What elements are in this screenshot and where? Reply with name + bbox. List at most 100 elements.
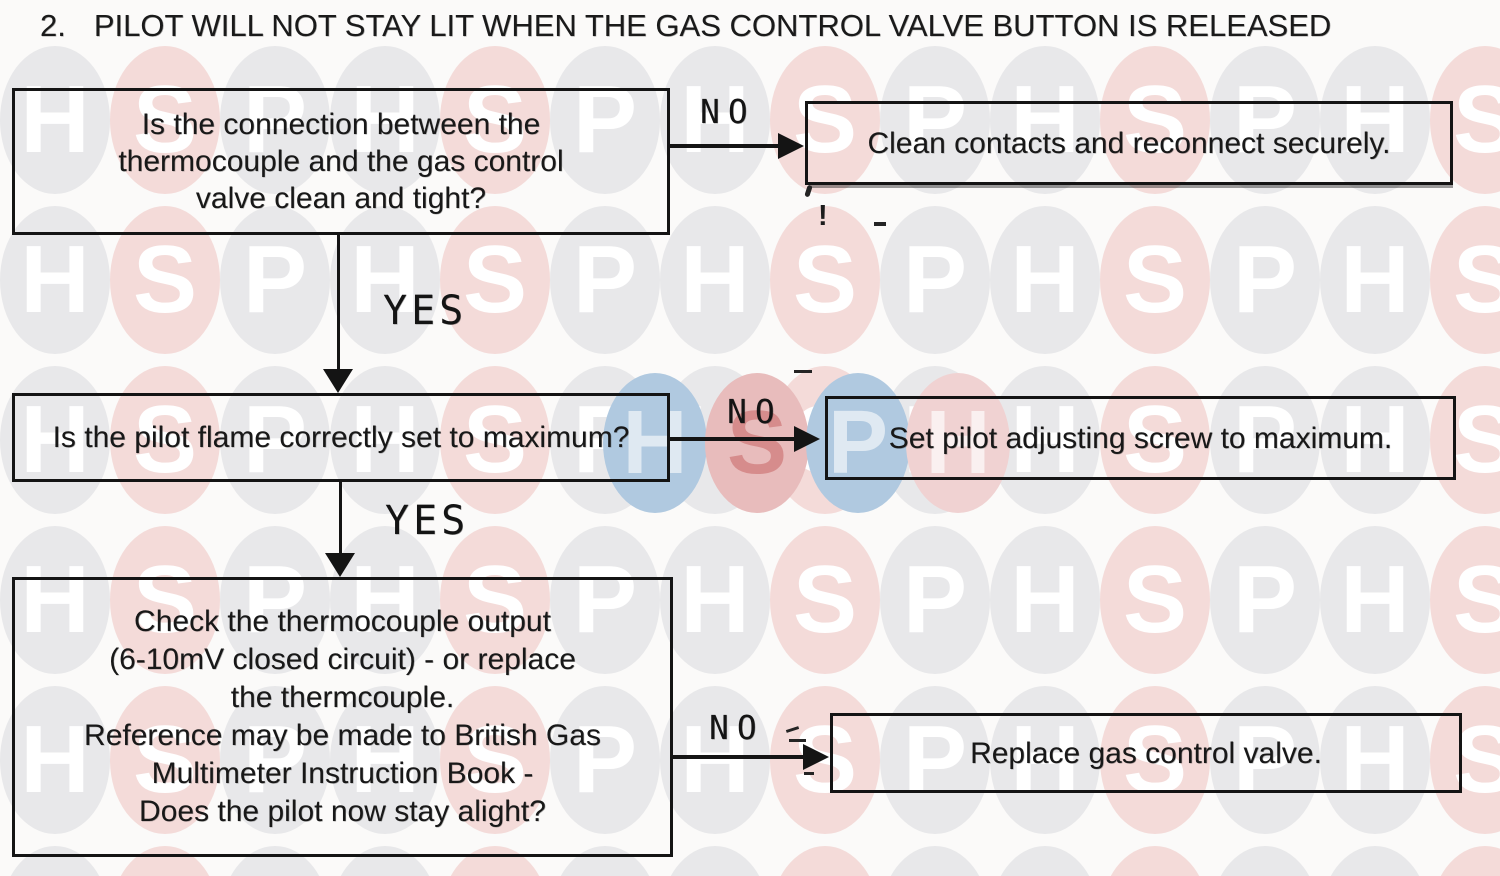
watermark-circle-s: S	[440, 206, 550, 354]
center-logo-circle-s: S	[705, 373, 809, 513]
watermark-circle-s: S	[440, 686, 550, 834]
watermark-letter: P	[1232, 386, 1298, 493]
box-text-line: Is the pilot flame correctly set to maxi…	[52, 421, 630, 454]
watermark-letter: H	[1340, 706, 1410, 813]
watermark-letter: H	[20, 226, 90, 333]
watermark-circle-p: P	[220, 46, 330, 194]
watermark-letter: P	[1232, 546, 1298, 653]
watermark-circle-s: S	[770, 526, 880, 674]
watermark-circle-h: H	[660, 206, 770, 354]
watermark-letter: P	[902, 706, 968, 813]
action-box-clean-contacts: Clean contacts and reconnect securely.	[805, 101, 1453, 185]
watermark-letter: H	[1340, 386, 1410, 493]
watermark-circle-p: P	[550, 46, 660, 194]
watermark-letter: H	[20, 706, 90, 813]
watermark-circle-s: S	[770, 846, 880, 876]
box-text-line: Replace gas control valve.	[970, 736, 1322, 770]
watermark-circle-s: S	[440, 526, 550, 674]
watermark-letter: P	[1232, 226, 1298, 333]
watermark-letter: S	[1452, 546, 1500, 653]
watermark-letter: H	[20, 865, 89, 876]
center-logo-letter: S	[726, 392, 788, 493]
watermark-letter: P	[572, 546, 638, 653]
watermark-circle-h: H	[1320, 686, 1430, 834]
watermark-letter: H	[1340, 226, 1410, 333]
watermark-letter: S	[1123, 865, 1187, 876]
watermark-letter: P	[1232, 66, 1298, 173]
watermark-letter: P	[572, 706, 638, 813]
watermark-letter: S	[1122, 226, 1188, 333]
watermark-circle-h: H	[0, 366, 110, 514]
watermark-circle-h: H	[990, 686, 1100, 834]
watermark-circle-p: P	[550, 526, 660, 674]
box-text-line: Is the connection between the	[141, 108, 541, 141]
watermark-circle-p: P	[1210, 206, 1320, 354]
watermark-circle-s: S	[1100, 366, 1210, 514]
arrow-no-1-line	[670, 144, 780, 148]
watermark-circle-h: H	[0, 206, 110, 354]
center-logo-letter: P	[827, 392, 889, 493]
watermark-circle-h: H	[990, 526, 1100, 674]
watermark-letter: H	[680, 865, 749, 876]
watermark-circle-s: S	[110, 366, 220, 514]
watermark-letter: P	[243, 865, 307, 876]
watermark-letter: P	[242, 546, 308, 653]
title-text: PILOT WILL NOT STAY LIT WHEN THE GAS CON…	[93, 8, 1332, 43]
watermark-letter: H	[350, 226, 420, 333]
watermark-circle-p: P	[220, 206, 330, 354]
watermark-letter: P	[242, 226, 308, 333]
watermark-circle-h: H	[330, 46, 440, 194]
center-logo-circle-h: H	[603, 373, 707, 513]
watermark-letter: S	[1452, 226, 1500, 333]
watermark-circle-p: P	[1210, 686, 1320, 834]
watermark-letter: P	[1232, 706, 1298, 813]
watermark-circle-s: S	[1100, 46, 1210, 194]
watermark-letter: P	[573, 865, 637, 876]
watermark-circle-h: H	[660, 846, 770, 876]
decision-box-thermocouple-output: Check the thermocouple output (6-10mV cl…	[12, 577, 673, 857]
watermark-circle-h: H	[1320, 526, 1430, 674]
watermark-circle-s: S	[1100, 206, 1210, 354]
watermark-letter: H	[1340, 546, 1410, 653]
box-text-line: thermocouple and the gas control	[118, 145, 564, 178]
watermark-circle-h: H	[1320, 206, 1430, 354]
watermark-letter: P	[242, 66, 308, 173]
watermark-letter: H	[680, 706, 750, 813]
watermark-letter: H	[350, 546, 420, 653]
box-text-line: the thermcouple.	[230, 681, 455, 714]
box-text-line: Does the pilot now stay alight?	[139, 795, 546, 828]
watermark-letter: H	[350, 865, 419, 876]
watermark-letter: S	[132, 226, 198, 333]
watermark-circle-p: P	[220, 366, 330, 514]
box-text-line: (6-10mV closed circuit) - or replace	[109, 643, 576, 676]
watermark-letter: H	[680, 546, 750, 653]
watermark-letter: S	[132, 386, 198, 493]
arrow-no-1-head	[778, 133, 804, 159]
watermark-letter: H	[680, 66, 750, 173]
center-logo-letter: H	[622, 392, 688, 493]
watermark-letter: P	[902, 546, 968, 653]
box-text-line: Clean contacts and reconnect securely.	[867, 126, 1391, 160]
arrow-no-2-head	[794, 426, 820, 452]
watermark-circle-s: S	[440, 366, 550, 514]
watermark-letter: S	[132, 706, 198, 813]
action-box-replace-valve: Replace gas control valve.	[830, 713, 1462, 793]
watermark-circle-h: H	[330, 686, 440, 834]
scan-artifact-dash	[874, 222, 886, 226]
watermark-circle-p: P	[220, 526, 330, 674]
watermark-circle-p: P	[880, 526, 990, 674]
watermark-circle-s: S	[110, 526, 220, 674]
watermark-letter: S	[1122, 546, 1188, 653]
yes-label-1: YES	[383, 288, 468, 334]
watermark-circle-h: H	[990, 206, 1100, 354]
arrow-no-3-head	[803, 744, 829, 770]
watermark-letter: H	[1010, 546, 1080, 653]
watermark-letter: H	[350, 706, 420, 813]
watermark-letter: H	[1010, 226, 1080, 333]
watermark-letter: S	[1122, 386, 1188, 493]
watermark-letter: H	[1010, 386, 1080, 493]
watermark-circle-h: H	[660, 526, 770, 674]
watermark-circle-s: S	[1100, 686, 1210, 834]
watermark-letter: S	[462, 706, 528, 813]
watermark-circle-h: H	[330, 206, 440, 354]
